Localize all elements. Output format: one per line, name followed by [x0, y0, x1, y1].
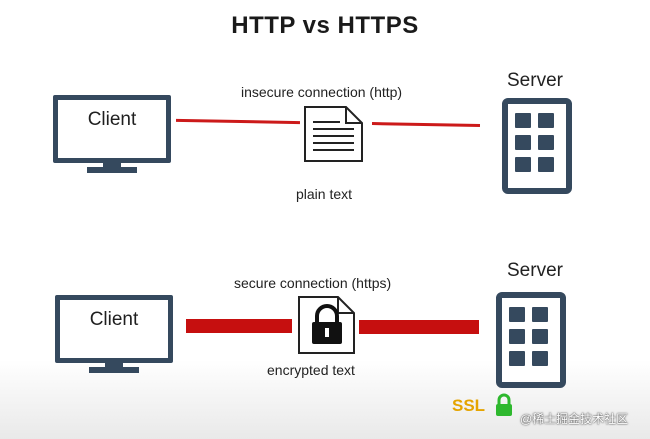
- bottom-connection-label: secure connection (https): [234, 275, 392, 291]
- top-connection-line-right: [371, 122, 481, 127]
- plain-document-icon: [304, 106, 363, 162]
- ssl-label: SSL: [452, 396, 486, 415]
- bottom-server-icon: [496, 292, 566, 388]
- top-connection-label: insecure connection (http): [241, 84, 403, 100]
- bottom-client-label: Client: [89, 309, 139, 330]
- top-client-monitor-icon: Client: [53, 95, 171, 175]
- top-server-icon: [502, 98, 572, 194]
- top-connection-line-left: [175, 118, 301, 125]
- bottom-server-label: Server: [507, 260, 563, 281]
- bottom-document-label: encrypted text: [267, 362, 355, 378]
- ssl-lock-icon: [496, 393, 512, 416]
- bottom-connection-line-right: [359, 320, 479, 334]
- bottom-connection-line-left: [186, 319, 292, 333]
- top-client-label: Client: [87, 109, 137, 130]
- top-document-label: plain text: [296, 186, 353, 202]
- top-server-label: Server: [507, 70, 563, 91]
- encrypted-document-lock-icon: [298, 296, 355, 354]
- bottom-client-monitor-icon: Client: [55, 295, 173, 375]
- watermark: @稀土掘金技术社区: [520, 412, 629, 426]
- diagram-title: HTTP vs HTTPS: [231, 12, 419, 39]
